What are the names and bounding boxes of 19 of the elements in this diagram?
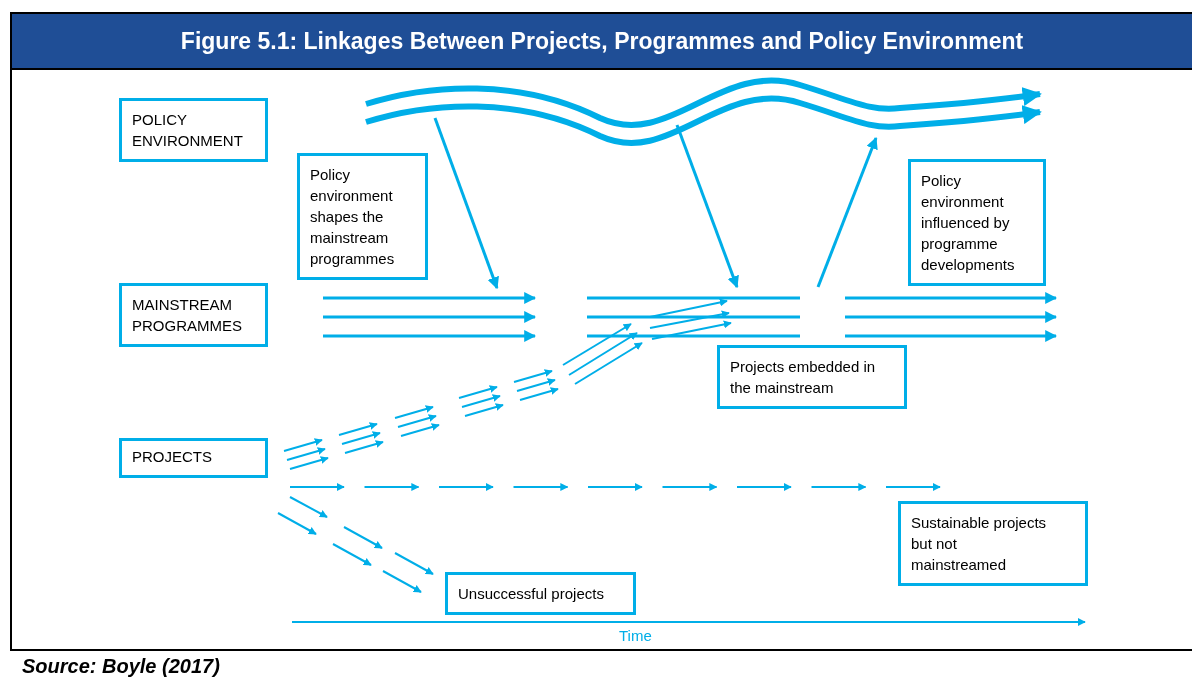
- source-caption: Source: Boyle (2017): [22, 655, 220, 678]
- axis-label: Time: [619, 627, 652, 644]
- box-text: MAINSTREAM PROGRAMMES: [132, 295, 243, 336]
- label-box: [297, 153, 428, 280]
- figure-title: Figure 5.1: Linkages Between Projects, Programmes and Policy Environment: [180, 27, 1024, 55]
- box-text: Unsuccessful projects: [458, 584, 605, 604]
- label-box: [908, 159, 1046, 286]
- label-box: [898, 501, 1088, 586]
- label-box: [717, 345, 907, 409]
- label-box: [445, 572, 636, 615]
- box-text: PROJECTS: [132, 447, 213, 467]
- box-text: Policy environment shapes the mainstream programmes: [310, 165, 396, 269]
- label-box: [119, 283, 268, 347]
- box-text: Projects embedded in the mainstream: [730, 357, 877, 398]
- box-text: Policy environment influenced by programme developments: [921, 171, 1016, 275]
- label-box: [119, 438, 268, 478]
- box-text: POLICY ENVIRONMENT: [132, 110, 244, 151]
- box-text: Sustainable projects but not mainstreamed: [911, 513, 1048, 575]
- label-box: [119, 98, 268, 162]
